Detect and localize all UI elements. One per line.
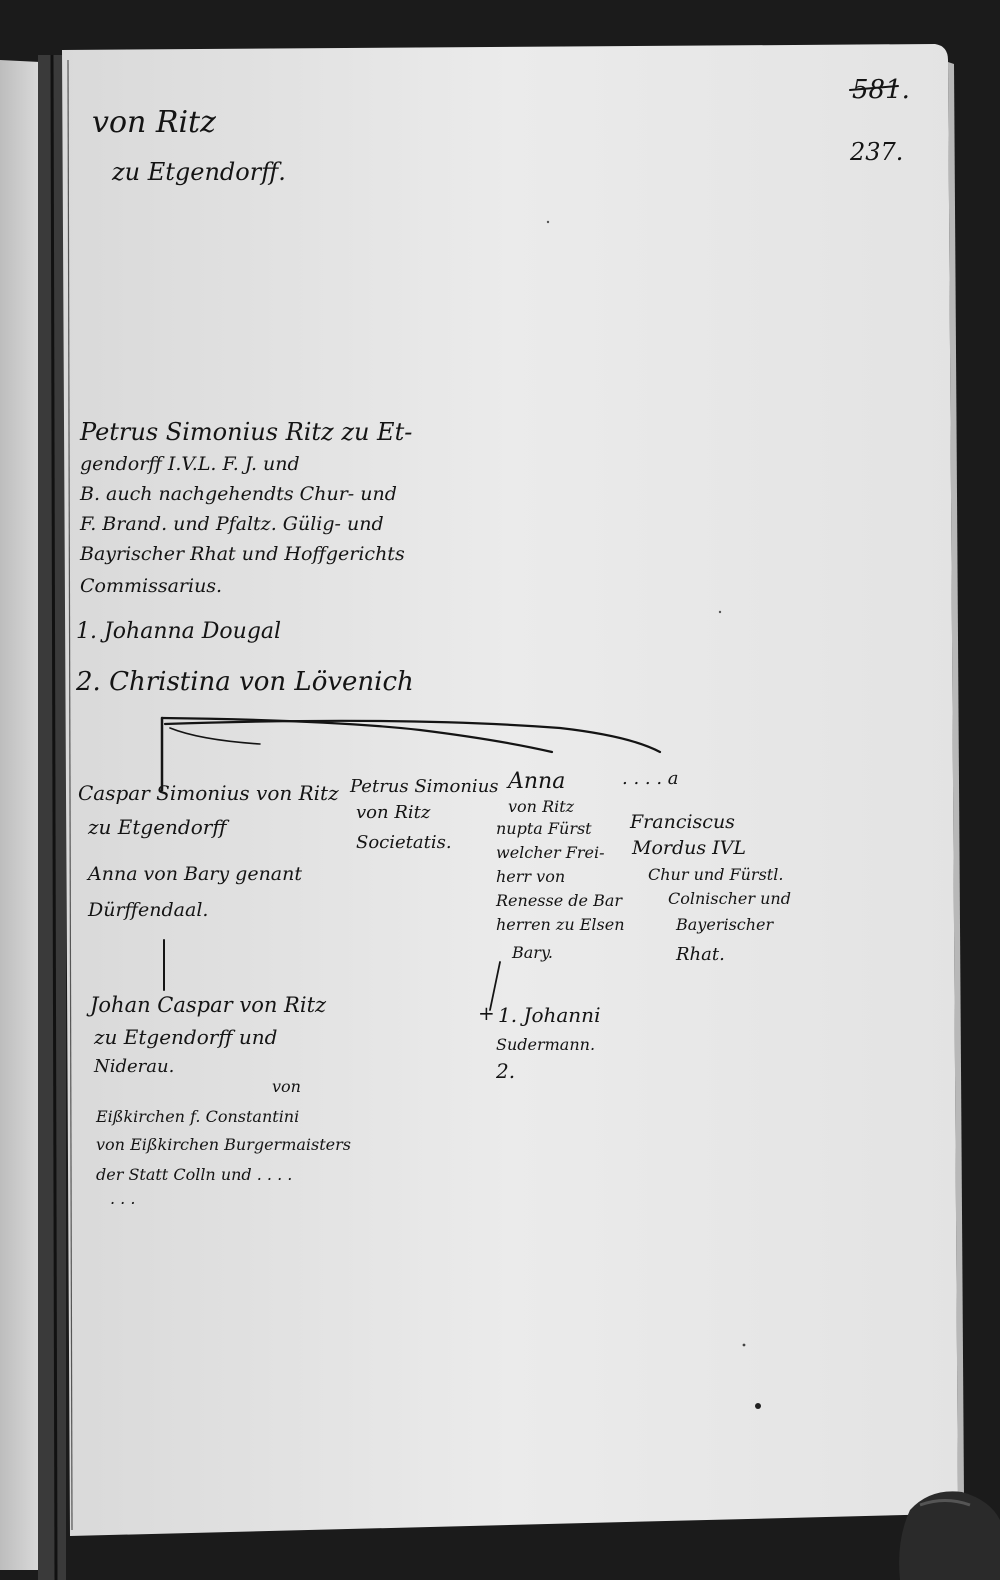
page-stack-edge xyxy=(948,62,964,1508)
anna-line: nupta Fürst xyxy=(496,819,592,838)
marriage-line: der Statt Colln und . . . . xyxy=(96,1165,292,1184)
trailing-dots: . . . xyxy=(110,1189,135,1208)
franciscus-line: Mordus IVL xyxy=(631,837,746,859)
ink-speck xyxy=(546,220,550,224)
left-page-edge xyxy=(0,60,46,1570)
progenitor-line: B. auch nachgehendts Chur- und xyxy=(79,483,397,505)
family-subtitle: zu Etgendorff. xyxy=(111,158,286,186)
anna-mark: + xyxy=(478,1001,495,1025)
anna-marriage-first: 1. Johanni xyxy=(498,1003,600,1027)
thumb xyxy=(899,1491,1000,1580)
progenitor-line: Petrus Simonius Ritz zu Et- xyxy=(79,418,412,446)
caspar-line: Dürffendaal. xyxy=(87,899,208,921)
progenitor-block: Petrus Simonius Ritz zu Et- gendorff I.V… xyxy=(75,418,414,697)
marriage-von: von xyxy=(272,1077,301,1096)
anna-line: herr von xyxy=(496,867,565,886)
marriage-line: Eißkirchen f. Constantini xyxy=(95,1107,299,1126)
anna-descendant-line xyxy=(489,961,501,1011)
caspar-line: Anna von Bary genant xyxy=(86,863,302,885)
page xyxy=(62,44,958,1536)
grandchild-line: zu Etgendorff und xyxy=(93,1025,277,1049)
marriage-line: von Eißkirchen Burgermaisters xyxy=(96,1135,351,1154)
tree-branch-2 xyxy=(163,719,662,754)
grandchild-line: Niderau. xyxy=(93,1056,174,1077)
caspar-line: zu Etgendorff xyxy=(87,815,230,839)
franciscus-line: Rhat. xyxy=(675,944,725,965)
family-title: von Ritz xyxy=(92,105,216,140)
ink-speck xyxy=(742,1343,746,1347)
gutter-shadow xyxy=(50,54,58,1580)
spouse-second: 2. Christina von Lövenich xyxy=(75,667,414,697)
petrus-line: Societatis. xyxy=(356,832,452,853)
folio-new: 237. xyxy=(849,138,903,166)
grandchild-johan-caspar: Johan Caspar von Ritz zu Etgendorff und … xyxy=(86,993,351,1208)
anna-line: Anna xyxy=(506,769,565,794)
franciscus-prefix: . . . . a xyxy=(622,768,679,789)
child-caspar: Caspar Simonius von Ritz zu Etgendorff A… xyxy=(78,781,339,921)
anna-marriage-first-name: Sudermann. xyxy=(496,1035,595,1054)
thumb-nail xyxy=(919,1499,971,1507)
progenitor-line: F. Brand. und Pfaltz. Gülig- und xyxy=(79,513,384,535)
anna-line: von Ritz xyxy=(508,797,575,816)
tree-branch-3 xyxy=(169,727,261,745)
progenitor-line: Commissarius. xyxy=(80,575,222,597)
franciscus-line: Colnischer und xyxy=(668,889,791,908)
anna-marriage-second: 2. xyxy=(495,1059,515,1083)
spouse-first: 1. Johanna Dougal xyxy=(76,619,281,644)
caspar-line: Caspar Simonius von Ritz xyxy=(78,781,339,805)
binding-fold xyxy=(67,59,73,1531)
petrus-line: von Ritz xyxy=(356,802,431,823)
petrus-line: Petrus Simonius xyxy=(349,776,499,797)
franciscus-line: Bayerischer xyxy=(675,915,775,934)
grandchild-line: Johan Caspar von Ritz xyxy=(86,993,327,1017)
family-tree-lines xyxy=(160,716,662,1011)
franciscus-line: Franciscus xyxy=(629,811,735,833)
progenitor-line: gendorff I.V.L. F. J. und xyxy=(80,453,300,475)
child-franciscus: . . . . a Franciscus Mordus IVL Chur und… xyxy=(622,768,791,965)
anna-line: herren zu Elsen xyxy=(496,915,625,934)
anna-line: welcher Frei- xyxy=(496,843,605,862)
ink-speck xyxy=(718,610,722,614)
franciscus-line: Chur und Fürstl. xyxy=(648,865,783,884)
folio-old-strike xyxy=(849,85,899,91)
anna-line: Bary. xyxy=(511,943,553,962)
progenitor-line: Bayrischer Rhat und Hoffgerichts xyxy=(79,543,405,565)
child-petrus: Petrus Simonius von Ritz Societatis. xyxy=(349,776,499,853)
tree-branch-1 xyxy=(160,716,554,754)
ink-speck xyxy=(755,1403,761,1409)
child-anna: Anna von Ritz nupta Fürst welcher Frei- … xyxy=(478,769,625,1083)
anna-line: Renesse de Bar xyxy=(495,891,623,910)
